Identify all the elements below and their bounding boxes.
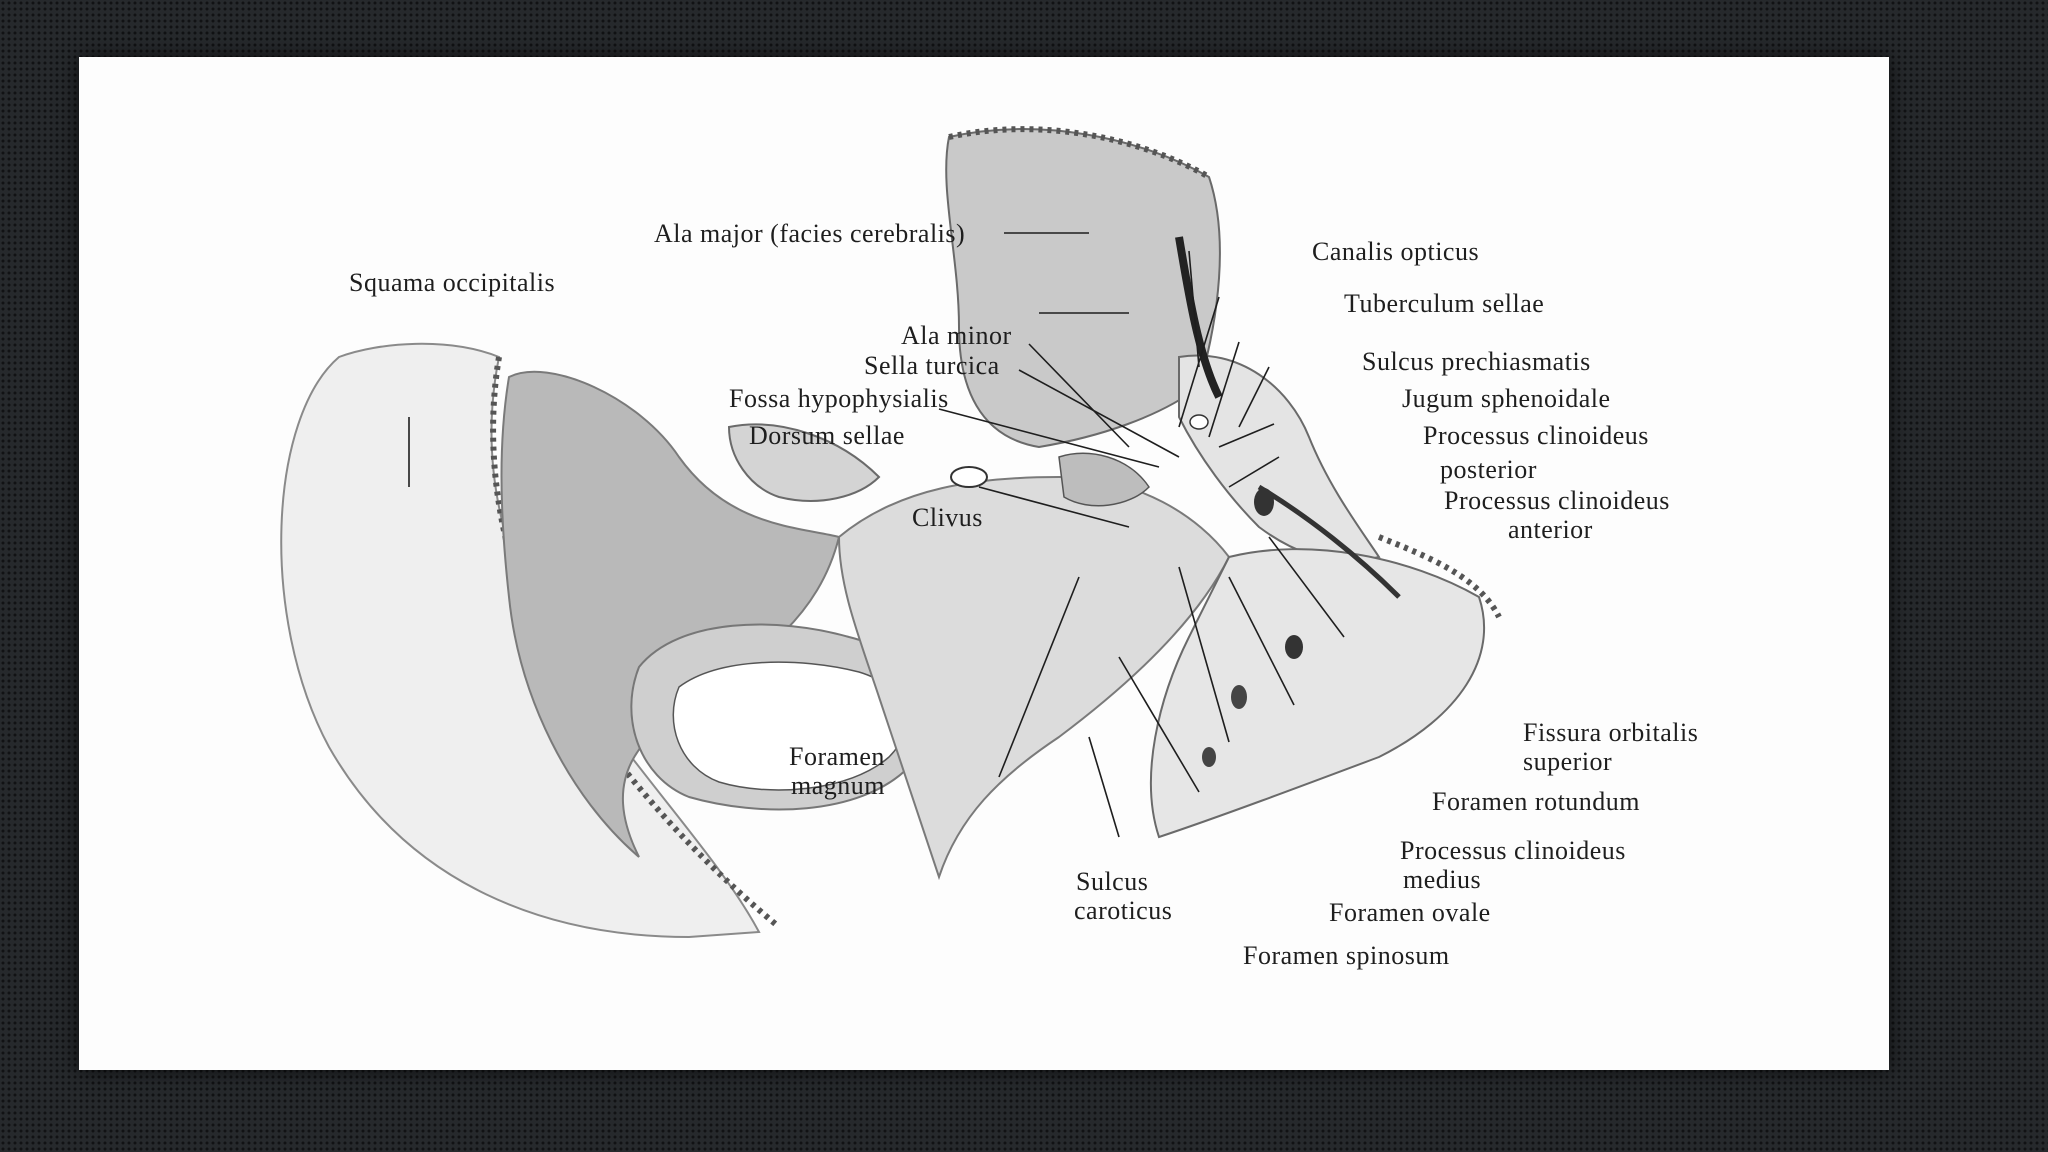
label-tuberculum-sellae: Tuberculum sellae: [1344, 289, 1544, 318]
label-proc-clin-med-2: medius: [1403, 865, 1481, 894]
label-foramen-magnum-2: magnum: [791, 771, 885, 800]
label-fossa-hypophysialis: Fossa hypophysialis: [729, 384, 949, 413]
leader-lines: [408, 232, 1345, 838]
label-foramen-ovale: Foramen ovale: [1329, 898, 1491, 927]
label-foramen-spinosum: Foramen spinosum: [1243, 941, 1450, 970]
label-fissura-orbitalis-1: Fissura orbitalis: [1523, 718, 1698, 747]
label-proc-clin-med-1: Processus clinoideus: [1400, 836, 1626, 865]
label-sella-turcica: Sella turcica: [864, 351, 1000, 380]
label-canalis-opticus: Canalis opticus: [1312, 237, 1479, 266]
slide-panel: Ala major (facies cerebralis) Squama occ…: [79, 57, 1889, 1070]
label-clivus: Clivus: [912, 503, 983, 532]
label-jugum-sphenoidale: Jugum sphenoidale: [1402, 384, 1611, 413]
label-foramen-rotundum: Foramen rotundum: [1432, 787, 1640, 816]
label-ala-minor: Ala minor: [901, 321, 1012, 350]
label-squama-occipitalis: Squama occipitalis: [349, 268, 555, 297]
label-sulcus-caroticus-2: caroticus: [1074, 896, 1172, 925]
label-sulcus-prechiasmatis: Sulcus prechiasmatis: [1362, 347, 1591, 376]
label-proc-clin-post-2: posterior: [1440, 455, 1537, 484]
label-proc-clin-ant-1: Processus clinoideus: [1444, 486, 1670, 515]
label-ala-major: Ala major (facies cerebralis): [654, 219, 965, 248]
label-proc-clin-ant-2: anterior: [1508, 515, 1593, 544]
occipital-bone-illustration: [280, 342, 930, 939]
labels: Ala major (facies cerebralis) Squama occ…: [349, 219, 1698, 970]
label-fissura-orbitalis-2: superior: [1523, 747, 1612, 776]
skull-base-diagram: Ala major (facies cerebralis) Squama occ…: [280, 126, 1698, 970]
label-dorsum-sellae: Dorsum sellae: [749, 421, 905, 450]
label-sulcus-caroticus-1: Sulcus: [1076, 867, 1148, 896]
label-proc-clin-post-1: Processus clinoideus: [1423, 421, 1649, 450]
label-foramen-magnum-1: Foramen: [789, 742, 885, 771]
